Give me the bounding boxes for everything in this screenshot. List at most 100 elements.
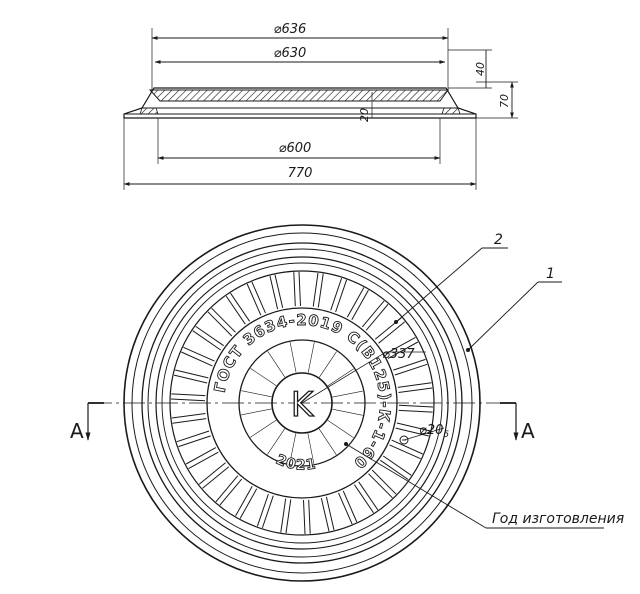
section-view: ⌀636 ⌀630 20 40 <box>123 22 518 190</box>
dimension-h40-text: 40 <box>474 62 487 76</box>
rib-edge <box>188 451 219 470</box>
rib-edge <box>395 427 429 437</box>
inner-spoke <box>307 342 315 373</box>
inner-spoke <box>327 368 354 387</box>
rib-edge <box>192 330 221 351</box>
rib-edge <box>251 281 266 314</box>
rib-edge <box>274 274 284 309</box>
dimension-d636: ⌀636 <box>151 22 449 92</box>
rib-edge <box>219 478 243 506</box>
rib-edge <box>176 430 210 443</box>
rib-edge <box>185 447 217 465</box>
rib-edge <box>175 369 209 379</box>
inner-spoke <box>241 408 272 416</box>
rib-edge <box>211 307 236 333</box>
dimension-d600-text: ⌀600 <box>279 141 312 156</box>
rib-edge <box>397 382 432 388</box>
rib-edge <box>308 499 311 534</box>
rib-edge <box>320 497 330 532</box>
rib-edge <box>383 455 412 476</box>
rib-edge <box>398 409 433 413</box>
rib-edge <box>361 300 385 328</box>
rib-edge <box>391 439 423 455</box>
ring-text-year: 2021 <box>274 452 318 474</box>
dimension-h20-text: 20 <box>358 108 371 122</box>
dimension-w770: 770 <box>123 118 477 190</box>
rib-edge <box>389 444 421 460</box>
rib-edge <box>246 283 262 316</box>
rib-edge <box>183 346 215 362</box>
rib-edge <box>368 473 393 499</box>
dimension-d636-text: ⌀636 <box>274 22 307 37</box>
rib-edge <box>172 418 207 424</box>
part-label-1: 1 <box>546 266 555 282</box>
inner-spoke <box>241 390 272 398</box>
inner-spoke <box>307 433 315 464</box>
rib-edge <box>195 325 224 347</box>
inner-spoke <box>267 351 286 378</box>
rib-edge <box>351 289 369 320</box>
rib-edge <box>358 481 379 511</box>
rib-edge <box>335 279 348 313</box>
rib-edge <box>293 272 296 307</box>
dimension-d337: ⌀337 <box>301 347 426 404</box>
rib-edge <box>312 272 319 307</box>
rib-edge <box>230 292 251 322</box>
inner-spoke <box>332 390 363 398</box>
rib-edge <box>378 321 406 344</box>
dimension-h70: 70 <box>476 81 518 119</box>
dimension-d630: ⌀630 <box>154 46 446 64</box>
rib-edge <box>280 498 287 533</box>
rib-edge <box>225 295 246 325</box>
plan-view: A A ГОСТ 3634-2019 С(В125)-К-1-60 2021 <box>70 224 624 582</box>
rib-edge <box>239 488 258 519</box>
inner-spoke <box>318 428 337 455</box>
section-line: A A <box>70 402 535 443</box>
leader-year: Год изготовления <box>344 442 624 529</box>
rib-edge <box>303 499 306 535</box>
rib-edge <box>173 374 208 384</box>
rib-edge <box>387 341 419 359</box>
section-label-right: A <box>521 419 535 443</box>
inner-spoke <box>250 368 277 386</box>
rib-edge <box>398 387 433 393</box>
frame-rings <box>123 224 481 582</box>
center-letter: K <box>291 385 315 425</box>
inner-spoke <box>250 419 277 438</box>
rib-edge <box>198 462 226 485</box>
rib-edge <box>317 273 324 308</box>
dimension-w770-text: 770 <box>288 166 313 181</box>
rib-edge <box>171 413 206 419</box>
rib-edge <box>330 277 343 311</box>
rib-edge <box>269 275 279 310</box>
dimension-d630-text: ⌀630 <box>274 46 307 61</box>
rib-edge <box>178 435 211 448</box>
rib-edge <box>380 459 409 481</box>
rib-edge <box>202 466 230 489</box>
inner-spoke <box>289 342 297 373</box>
dimension-d20-5: ⌀205 <box>399 423 449 445</box>
inner-spoke <box>267 428 285 455</box>
rib-edge <box>353 484 374 514</box>
rib-edge <box>398 404 434 408</box>
rib-edge <box>285 499 292 534</box>
rib-edge <box>171 393 206 397</box>
rib-edge <box>393 358 426 371</box>
rib-edge <box>235 486 253 517</box>
center-boss: K <box>271 372 333 434</box>
rib-edge <box>256 493 269 527</box>
rib-edge <box>385 336 416 355</box>
rib-edge <box>325 496 335 531</box>
rib-edge <box>394 363 428 376</box>
part-label-2: 2 <box>494 232 503 248</box>
inner-spoke <box>327 420 354 438</box>
dimension-d337-text: ⌀337 <box>382 347 415 362</box>
inner-spoke <box>289 433 297 464</box>
rib-edge <box>298 271 301 307</box>
inner-spoke <box>332 408 363 416</box>
year-label: Год изготовления <box>492 511 624 527</box>
rib-edge <box>261 495 274 529</box>
rib-edge <box>181 351 213 367</box>
dimension-h70-text: 70 <box>498 94 511 108</box>
